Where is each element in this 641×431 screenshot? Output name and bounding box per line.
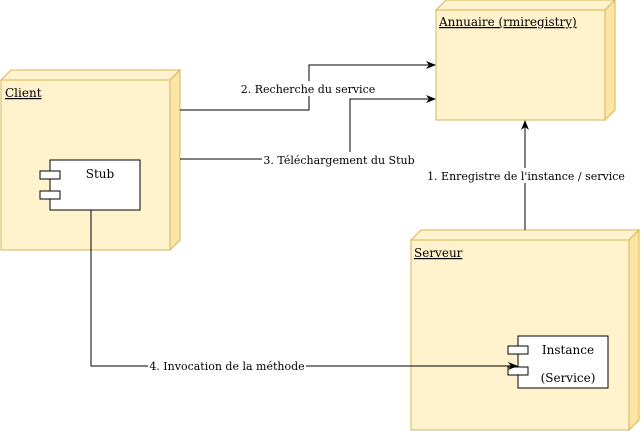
- client-node-title: Client: [5, 86, 42, 100]
- stub-port-top: [39, 170, 61, 180]
- edge-lookup-label-bg: [240, 81, 377, 96]
- instance-label-line2: (Service): [541, 371, 596, 385]
- edge-download-label: 3. Téléchargement du Stub: [263, 154, 414, 167]
- edge-register-label-bg: [425, 168, 627, 183]
- edge-invoke[interactable]: 4. Invocation de la méthode: [90, 210, 518, 373]
- edge-lookup[interactable]: 2. Recherche du service: [180, 61, 436, 111]
- edge-download[interactable]: 3. Téléchargement du Stub: [180, 95, 436, 167]
- stub-component[interactable]: Stub: [39, 159, 141, 211]
- edge-invoke-line: [90, 210, 518, 370]
- instance-label-line1: Instance: [542, 343, 594, 357]
- edge-invoke-label: 4. Invocation de la méthode: [149, 360, 304, 373]
- edge-download-line: [180, 95, 436, 160]
- serveur-node-face: [410, 239, 630, 431]
- edge-register[interactable]: 1. Enregistre de l'instance / service: [425, 120, 627, 230]
- serveur-node-title: Serveur: [414, 246, 463, 260]
- edge-invoke-label-bg: [148, 359, 306, 373]
- edge-register-label: 1. Enregistre de l'instance / service: [427, 170, 625, 183]
- serveur-node[interactable]: Serveur: [409, 228, 641, 431]
- stub-port-bottom: [39, 190, 61, 200]
- annuaire-node-face: [435, 9, 606, 121]
- edge-download-label-bg: [262, 152, 417, 167]
- instance-port-bottom: [507, 366, 529, 376]
- edge-lookup-label: 2. Recherche du service: [241, 83, 376, 96]
- annuaire-node-title: Annuaire (rmiregistry): [438, 15, 577, 29]
- stub-label: Stub: [86, 167, 115, 181]
- annuaire-node[interactable]: Annuaire (rmiregistry): [434, 0, 616, 122]
- instance-port-top: [507, 345, 529, 355]
- instance-component[interactable]: Instance (Service): [507, 335, 609, 389]
